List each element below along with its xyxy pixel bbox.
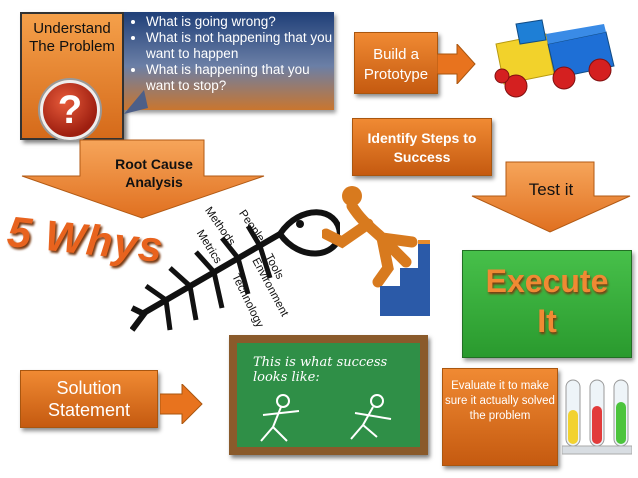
evaluate-label: Evaluate it to make sure it actually sol… <box>445 380 555 422</box>
stick-figures-icon <box>260 394 392 442</box>
execute-label: Execute <box>485 263 609 299</box>
understand-problem-label: Understand The Problem <box>29 20 115 55</box>
question-item: What is going wrong? <box>146 14 334 30</box>
build-prototype-box: Build a Prototype <box>354 32 438 94</box>
question-item: What is not happening that you want to h… <box>146 30 334 62</box>
question-mark-icon: ? <box>40 80 100 140</box>
root-cause-arrow <box>21 139 265 219</box>
test-it-label: Test it <box>528 180 574 199</box>
execute-it-box: Execute It <box>462 250 632 358</box>
jumping-figure-icon <box>322 186 430 316</box>
solution-statement-box: Solution Statement <box>20 370 158 428</box>
understand-problem-box: Understand The Problem ? <box>20 12 124 140</box>
callout-pointer <box>124 90 148 114</box>
test-tubes-icon <box>562 379 632 455</box>
execute-it-label: It <box>537 303 557 339</box>
problem-questions-callout: What is going wrong? What is not happeni… <box>124 12 334 110</box>
solution-statement-label: Solution Statement <box>47 378 131 420</box>
arrow-right-icon <box>437 44 476 84</box>
build-prototype-label: Build a Prototype <box>363 46 429 83</box>
success-text: This is what success looks like: <box>253 355 388 385</box>
identify-steps-label: Identify Steps to Success <box>367 130 477 165</box>
root-cause-label: Root Cause Analysis <box>115 156 193 190</box>
evaluate-box: Evaluate it to make sure it actually sol… <box>442 368 558 466</box>
fishbone-icon <box>130 209 340 332</box>
identify-steps-box: Identify Steps to Success <box>352 118 492 176</box>
test-it-arrow <box>471 161 631 233</box>
success-chalkboard: This is what success looks like: <box>229 335 428 455</box>
toy-truck-icon <box>494 19 615 98</box>
question-item: What is happening that you want to stop? <box>146 62 334 94</box>
arrow-right-icon <box>160 384 203 424</box>
